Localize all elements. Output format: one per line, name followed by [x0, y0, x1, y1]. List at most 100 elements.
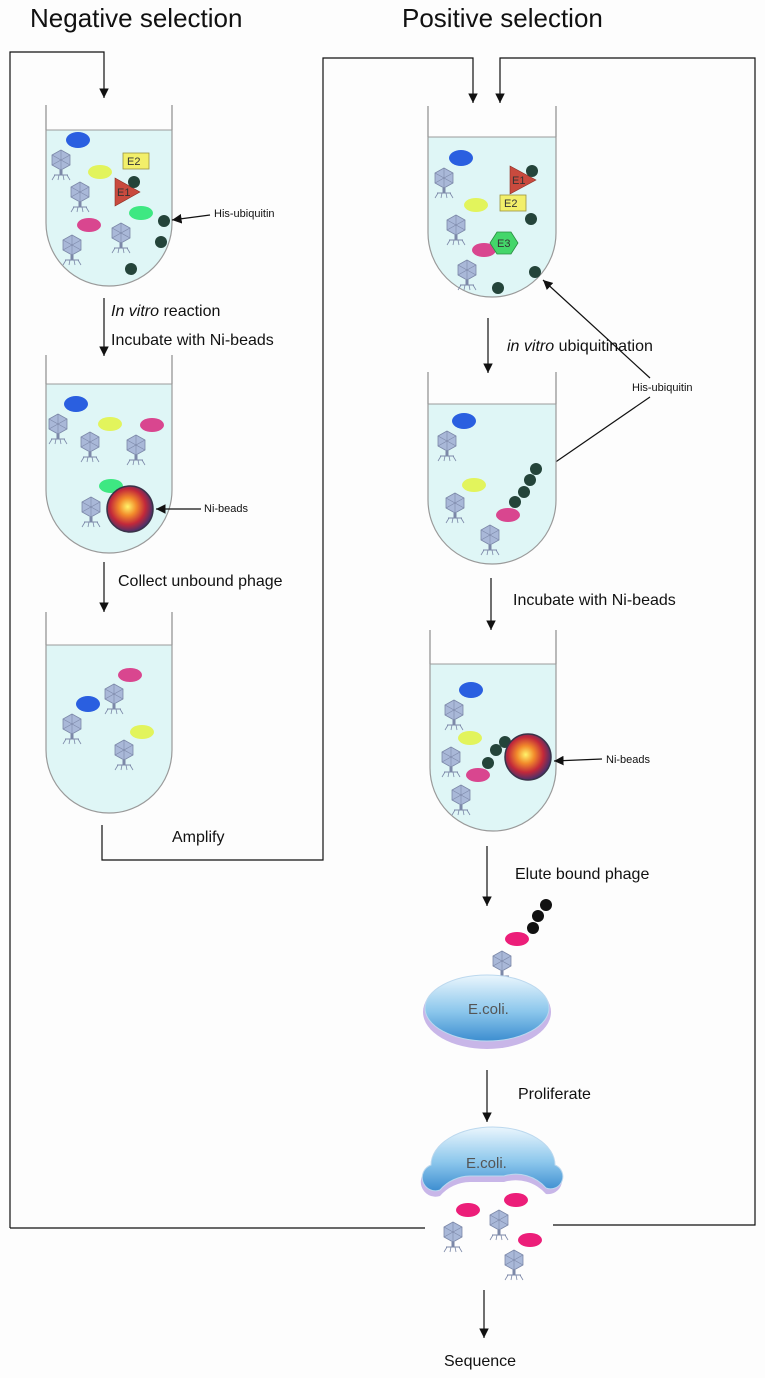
e2-label: E2 [127, 156, 140, 168]
ubiquitin-dot [128, 176, 140, 188]
ubiquitin-dot [525, 213, 537, 225]
ni-beads-label-2: Ni-beads [606, 754, 651, 766]
blue-protein [449, 150, 473, 166]
e2-enzyme [122, 152, 150, 170]
incubate-ni-beads-pos-label: Incubate with Ni-beads [513, 592, 676, 609]
e3-label: E3 [497, 238, 510, 250]
e1-label: E1 [512, 175, 525, 187]
negative-loop-line [9, 51, 109, 1228]
phage-icon [443, 1221, 463, 1253]
phage-icon [451, 784, 471, 816]
blue-protein [66, 132, 90, 148]
his-ubiquitin-label-1: His-ubiquitin [214, 208, 275, 220]
yellow-protein [458, 731, 482, 745]
magenta-protein [140, 418, 164, 432]
ubiquitin-dot [490, 744, 502, 756]
yellow-protein [464, 198, 488, 212]
phage-icon [70, 181, 90, 213]
phage-icon [62, 234, 82, 266]
tube-pos-1: E1 E2 E3 [427, 106, 557, 298]
tube-pos-3 [429, 630, 557, 832]
ubiquitin-dot [158, 215, 170, 227]
eluted-phage [492, 899, 552, 982]
his-ubiquitin-pointer [542, 279, 651, 379]
phage-icon [104, 683, 124, 715]
magenta-protein [118, 668, 142, 682]
yellow-protein [130, 725, 154, 739]
collect-unbound-label: Collect unbound phage [118, 573, 283, 590]
ni-beads-pointer [553, 755, 603, 766]
phage-icon [62, 713, 82, 745]
yellow-protein [98, 417, 122, 431]
e2-label: E2 [504, 198, 517, 210]
e3-enzyme [489, 231, 519, 255]
tube-neg-1: E2 E1 [45, 105, 173, 287]
ni-beads-label-1: Ni-beads [204, 503, 249, 515]
ecoli-label-1: E.coli. [468, 1001, 509, 1018]
ubiquitin-dot [518, 486, 530, 498]
e1-enzyme [509, 165, 537, 195]
phage-icon [444, 699, 464, 731]
ecoli-cell-2: E.coli. [420, 1126, 564, 1197]
in-vitro-reaction-label: In vitro reaction [111, 303, 220, 320]
positive-loop-line [495, 57, 756, 1226]
phage-icon [126, 434, 146, 466]
phage-icon [437, 430, 457, 462]
e2-enzyme [499, 194, 527, 212]
phage-icon [480, 524, 500, 556]
elute-bound-label: Elute bound phage [515, 866, 649, 883]
amplify-line [101, 57, 478, 861]
ni-bead [106, 485, 154, 533]
tube-neg-3 [45, 612, 173, 814]
green-protein [129, 206, 153, 220]
ubiquitin-dot [482, 757, 494, 769]
magenta-protein [77, 218, 101, 232]
tube-neg-2 [45, 355, 173, 554]
proliferate-label: Proliferate [518, 1086, 591, 1103]
yellow-protein [88, 165, 112, 179]
sequence-label: Sequence [444, 1353, 516, 1370]
magenta-protein [496, 508, 520, 522]
phage-icon [489, 1209, 509, 1241]
phage-icon [111, 222, 131, 254]
ubiquitin-dot [526, 165, 538, 177]
phage-icon [446, 214, 466, 246]
magenta-protein [505, 932, 529, 946]
phage-icon [434, 167, 454, 199]
blue-protein [459, 682, 483, 698]
ubiquitin-dot [540, 899, 552, 911]
amplify-label: Amplify [172, 829, 224, 846]
magenta-protein [504, 1193, 528, 1207]
phage-icon [48, 413, 68, 445]
phage-icon [81, 496, 101, 528]
e1-enzyme [114, 177, 141, 207]
ni-bead [504, 733, 552, 781]
e1-label: E1 [117, 187, 130, 199]
magenta-protein [518, 1233, 542, 1247]
ubiquitin-dot [530, 463, 542, 475]
blue-protein [64, 396, 88, 412]
ubiquitin-dot [509, 496, 521, 508]
phage-icon [445, 492, 465, 524]
ubiquitin-dot [125, 263, 137, 275]
yellow-protein [462, 478, 486, 492]
phage-icon [504, 1249, 524, 1281]
phage-icon [80, 431, 100, 463]
ubiquitin-dot [492, 282, 504, 294]
in-vitro-ubiquitination-label: in vitro ubiquitination [507, 338, 653, 355]
blue-protein [76, 696, 100, 712]
ubiquitin-dot [529, 266, 541, 278]
phage-icon [51, 149, 71, 181]
ubiquitin-dot [524, 474, 536, 486]
phage-icon [457, 259, 477, 291]
phage-icon [114, 739, 134, 771]
ecoli-cell-1: E.coli. [423, 974, 551, 1049]
magenta-protein [472, 243, 496, 257]
negative-selection-title: Negative selection [30, 3, 242, 33]
his-ubiquitin-label-2: His-ubiquitin [632, 382, 693, 394]
positive-selection-title: Positive selection [402, 3, 603, 33]
magenta-protein [466, 768, 490, 782]
ubiquitin-dot [155, 236, 167, 248]
his-ubiquitin-pointer [543, 396, 651, 471]
